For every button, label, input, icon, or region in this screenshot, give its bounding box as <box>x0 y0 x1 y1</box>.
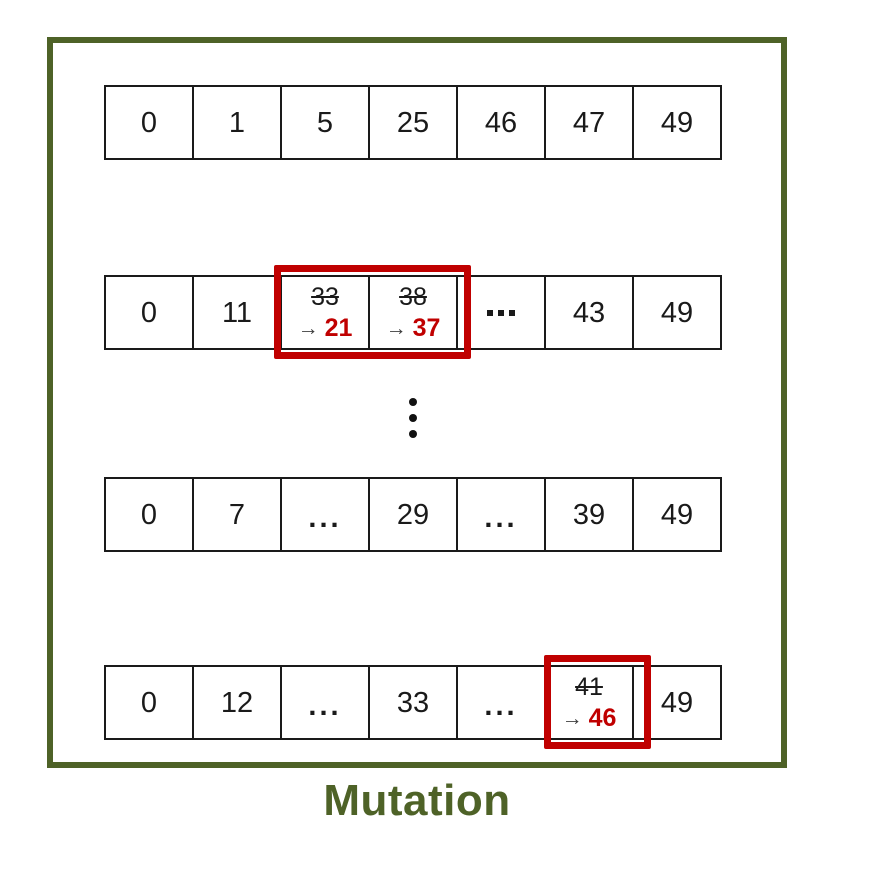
gene-value: 39 <box>572 499 606 531</box>
gene-cell: 7 <box>192 477 282 552</box>
vertical-ellipsis-dot <box>409 414 417 422</box>
gene-value: 49 <box>660 107 694 139</box>
gene-value: 29 <box>396 499 430 531</box>
mutation-result-line: →46 <box>561 703 617 732</box>
gene-cell: 39 <box>544 477 634 552</box>
gene-value: 0 <box>140 297 158 329</box>
gene-cell: 5 <box>280 85 370 160</box>
gene-value: 1 <box>228 107 246 139</box>
gene-value: 0 <box>140 107 158 139</box>
mutation-result-line: →37 <box>385 313 441 342</box>
right-arrow-icon: → <box>385 316 407 340</box>
gene-cell: 12 <box>192 665 282 740</box>
vertical-ellipsis-dot <box>409 398 417 406</box>
gene-value: 33 <box>396 687 430 719</box>
gene-cell-ellipsis: ... <box>280 665 370 740</box>
old-gene-value: 38 <box>399 282 427 311</box>
gene-value: 7 <box>228 499 246 531</box>
gene-cell: 0 <box>104 665 194 740</box>
new-gene-value: 21 <box>324 313 353 342</box>
ellipsis-text: ... <box>308 690 342 722</box>
gene-cell: 0 <box>104 85 194 160</box>
old-gene-value: 33 <box>311 282 339 311</box>
gene-value: 49 <box>660 687 694 719</box>
diagram-title: Mutation <box>323 776 511 825</box>
old-gene-value: 41 <box>575 672 603 701</box>
array-row-chromosome-3: 0 7... 29... 39 49 <box>104 477 722 552</box>
new-gene-value: 37 <box>412 313 441 342</box>
gene-cell-ellipsis: ... <box>280 477 370 552</box>
gene-cell-mutated: 41→46 <box>544 665 634 740</box>
gene-cell: 49 <box>632 275 722 350</box>
gene-value: 11 <box>221 297 253 329</box>
gene-cell: 33 <box>368 665 458 740</box>
gene-cell: 0 <box>104 477 194 552</box>
mutation-result-line: →21 <box>297 313 353 342</box>
right-arrow-icon: → <box>297 316 319 340</box>
ellipsis-dot <box>498 309 504 316</box>
array-row-chromosome-1: 0 1 5 25 46 47 49 <box>104 85 722 160</box>
gene-value: 0 <box>140 499 158 531</box>
gene-cell: 1 <box>192 85 282 160</box>
gene-cell-ellipsis: ... <box>456 665 546 740</box>
gene-value: 43 <box>572 297 606 329</box>
vertical-ellipsis <box>409 398 417 438</box>
ellipsis-dot <box>509 309 515 316</box>
gene-cell: 49 <box>632 85 722 160</box>
gene-cell: 11 <box>192 275 282 350</box>
gene-cell-mutated: 33→21 <box>280 275 370 350</box>
gene-cell-ellipsis <box>456 275 546 350</box>
ellipsis-text: ... <box>308 502 342 534</box>
gene-value: 47 <box>572 107 606 139</box>
gene-cell: 49 <box>632 665 722 740</box>
vertical-ellipsis-dot <box>409 430 417 438</box>
gene-cell: 46 <box>456 85 546 160</box>
gene-value: 49 <box>660 499 694 531</box>
gene-cell: 47 <box>544 85 634 160</box>
gene-cell: 49 <box>632 477 722 552</box>
gene-cell: 0 <box>104 275 194 350</box>
gene-value: 46 <box>484 107 518 139</box>
gene-value: 0 <box>140 687 158 719</box>
gene-cell-mutated: 38→37 <box>368 275 458 350</box>
ellipsis-text: ... <box>484 502 518 534</box>
gene-cell: 25 <box>368 85 458 160</box>
ellipsis-text: ... <box>484 690 518 722</box>
new-gene-value: 46 <box>588 703 617 732</box>
gene-value: 12 <box>220 687 254 719</box>
right-arrow-icon: → <box>561 706 583 730</box>
gene-cell-ellipsis: ... <box>456 477 546 552</box>
gene-value: 49 <box>660 297 694 329</box>
gene-value: 25 <box>396 107 430 139</box>
gene-cell: 29 <box>368 477 458 552</box>
gene-cell: 43 <box>544 275 634 350</box>
ellipsis-mid-icon <box>487 309 515 316</box>
ellipsis-dot <box>487 309 493 316</box>
gene-value: 5 <box>316 107 334 139</box>
